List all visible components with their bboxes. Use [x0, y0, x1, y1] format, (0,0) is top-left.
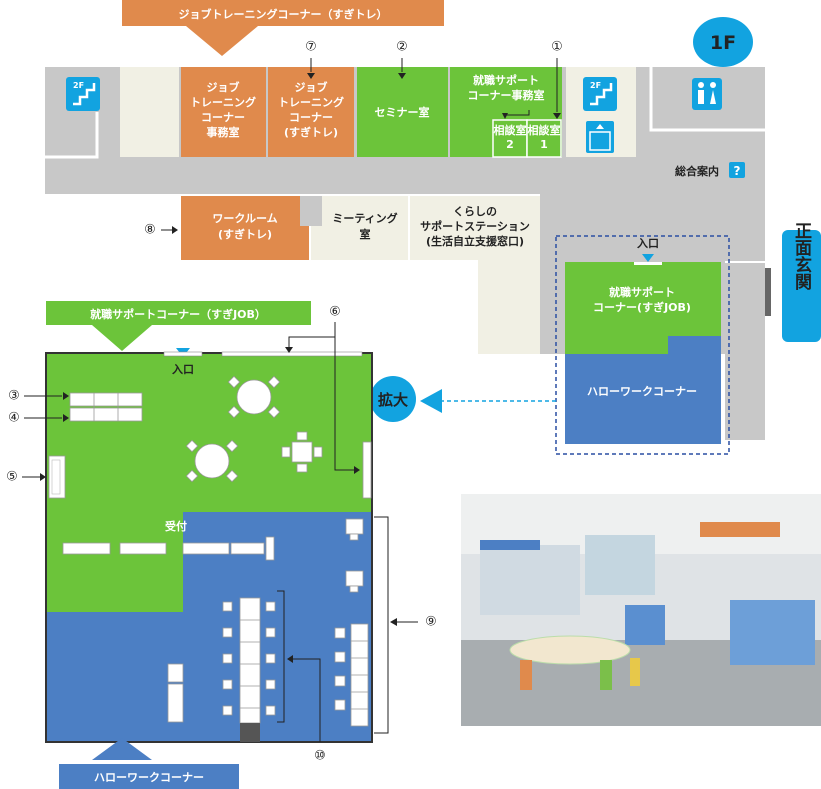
- stairs-icon: [66, 77, 100, 111]
- storage-room: [120, 67, 179, 157]
- room-life-support: くらしの サポートステーション (生活自立支援窓口): [410, 196, 540, 354]
- hellowork-banner: ハローワークコーナー: [59, 738, 239, 789]
- svg-text:2F: 2F: [73, 81, 84, 90]
- floor-label: 1F: [710, 32, 736, 54]
- zone-overview: 入口 就職サポート コーナー(すぎJOB) ハローワークコーナー: [555, 235, 730, 455]
- room-work-room: ワークルーム (すぎトレ): [181, 196, 309, 260]
- svg-text:ジョブ: ジョブ: [295, 80, 328, 94]
- enlarged-plan: 入口: [45, 348, 373, 743]
- svg-text:サポートステーション: サポートステーション: [420, 219, 530, 233]
- svg-text:就職サポート: 就職サポート: [609, 285, 675, 299]
- marker-3: ③: [8, 389, 20, 404]
- svg-text:くらしの: くらしの: [453, 205, 497, 218]
- marker-4: ④: [8, 411, 20, 426]
- job-training-banner-label: ジョブトレーニングコーナー（すぎトレ）: [179, 7, 388, 21]
- svg-text:1: 1: [540, 138, 548, 151]
- support-corner-banner-label: 就職サポートコーナー（すぎJOB）: [90, 307, 266, 321]
- svg-text:?: ?: [734, 164, 741, 178]
- consult-room-2: 相談室: [494, 123, 527, 137]
- svg-text:コーナー事務室: コーナー事務室: [468, 88, 545, 102]
- svg-text:(生活自立支援窓口): (生活自立支援窓口): [426, 234, 524, 248]
- restroom: [649, 67, 765, 132]
- svg-text:(すぎトレ): (すぎトレ): [284, 125, 338, 139]
- office-photo: [461, 494, 821, 726]
- svg-text:コーナー: コーナー: [289, 111, 333, 124]
- svg-text:コーナー: コーナー: [201, 111, 245, 124]
- svg-text:トレーニング: トレーニング: [190, 95, 256, 109]
- hellowork-banner-label: ハローワークコーナー: [94, 771, 204, 784]
- svg-text:セミナー室: セミナー室: [375, 105, 430, 119]
- marker-9: ⑨: [425, 615, 437, 630]
- svg-text:ワークルーム: ワークルーム: [212, 212, 277, 225]
- room-seminar: セミナー室: [357, 67, 448, 157]
- elevator-icon: [586, 121, 614, 153]
- reception-label: 受付: [165, 519, 187, 533]
- room-support-office: 就職サポート コーナー事務室 相談室 2 相談室 1: [450, 67, 562, 158]
- restroom-icon: [692, 78, 722, 110]
- info-icon: [729, 162, 745, 178]
- marker-2: ②: [396, 40, 408, 55]
- consult-room-1: 相談室: [528, 123, 561, 137]
- marker-10: ⑩: [314, 749, 326, 764]
- job-training-banner: ジョブトレーニングコーナー（すぎトレ）: [122, 0, 444, 56]
- main-entrance-tag: 正面玄関: [782, 222, 821, 342]
- marker-8: ⑧: [144, 223, 156, 238]
- stairs-icon: [583, 77, 617, 111]
- marker-1: ①: [551, 40, 563, 55]
- room-job-training-corner: ジョブ トレーニング コーナー (すぎトレ): [268, 67, 354, 157]
- leader-lines: [22, 58, 558, 742]
- svg-text:2F: 2F: [590, 81, 601, 90]
- svg-text:2: 2: [506, 138, 514, 151]
- info-desk: 総合案内 ?: [675, 162, 745, 178]
- svg-text:(すぎトレ): (すぎトレ): [218, 227, 272, 241]
- marker-6: ⑥: [329, 305, 341, 320]
- leader-arrowheads: [40, 73, 561, 663]
- svg-text:ミーティング: ミーティング: [332, 211, 397, 225]
- number-markers: ① ② ③ ④ ⑤ ⑥ ⑦ ⑧ ⑨ ⑩: [6, 40, 563, 764]
- zone-entrance-label: 入口: [637, 237, 659, 250]
- reception-counter: [62, 536, 275, 561]
- svg-text:ジョブ: ジョブ: [207, 80, 240, 94]
- round-table: [185, 439, 239, 483]
- marker-5: ⑤: [6, 470, 18, 485]
- room-job-training-office: ジョブ トレーニング コーナー 事務室: [181, 67, 266, 157]
- room-meeting: ミーティング 室: [300, 196, 408, 260]
- support-corner-banner: 就職サポートコーナー（すぎJOB）: [46, 301, 311, 351]
- enlarge-indicator: 拡大: [370, 376, 556, 422]
- zone-hellowork-label: ハローワークコーナー: [587, 385, 697, 398]
- enlarged-entrance-label: 入口: [172, 363, 194, 376]
- svg-text:室: 室: [360, 227, 371, 241]
- svg-text:トレーニング: トレーニング: [278, 95, 344, 109]
- left-stair-area: 2F: [45, 75, 100, 159]
- marker-7: ⑦: [305, 40, 317, 55]
- enlarge-label: 拡大: [378, 391, 408, 409]
- round-table: [227, 375, 281, 419]
- hellowork-furniture: [167, 518, 369, 727]
- info-desk-label: 総合案内: [675, 164, 719, 178]
- main-entrance-label: 正面玄関: [791, 222, 812, 290]
- square-table: [281, 431, 323, 473]
- svg-text:コーナー(すぎJOB): コーナー(すぎJOB): [593, 300, 691, 314]
- right-stairs-elevator: 2F: [566, 67, 636, 157]
- svg-text:就職サポート: 就職サポート: [473, 73, 539, 87]
- svg-text:事務室: 事務室: [207, 125, 240, 139]
- floor-badge: 1F: [693, 17, 753, 67]
